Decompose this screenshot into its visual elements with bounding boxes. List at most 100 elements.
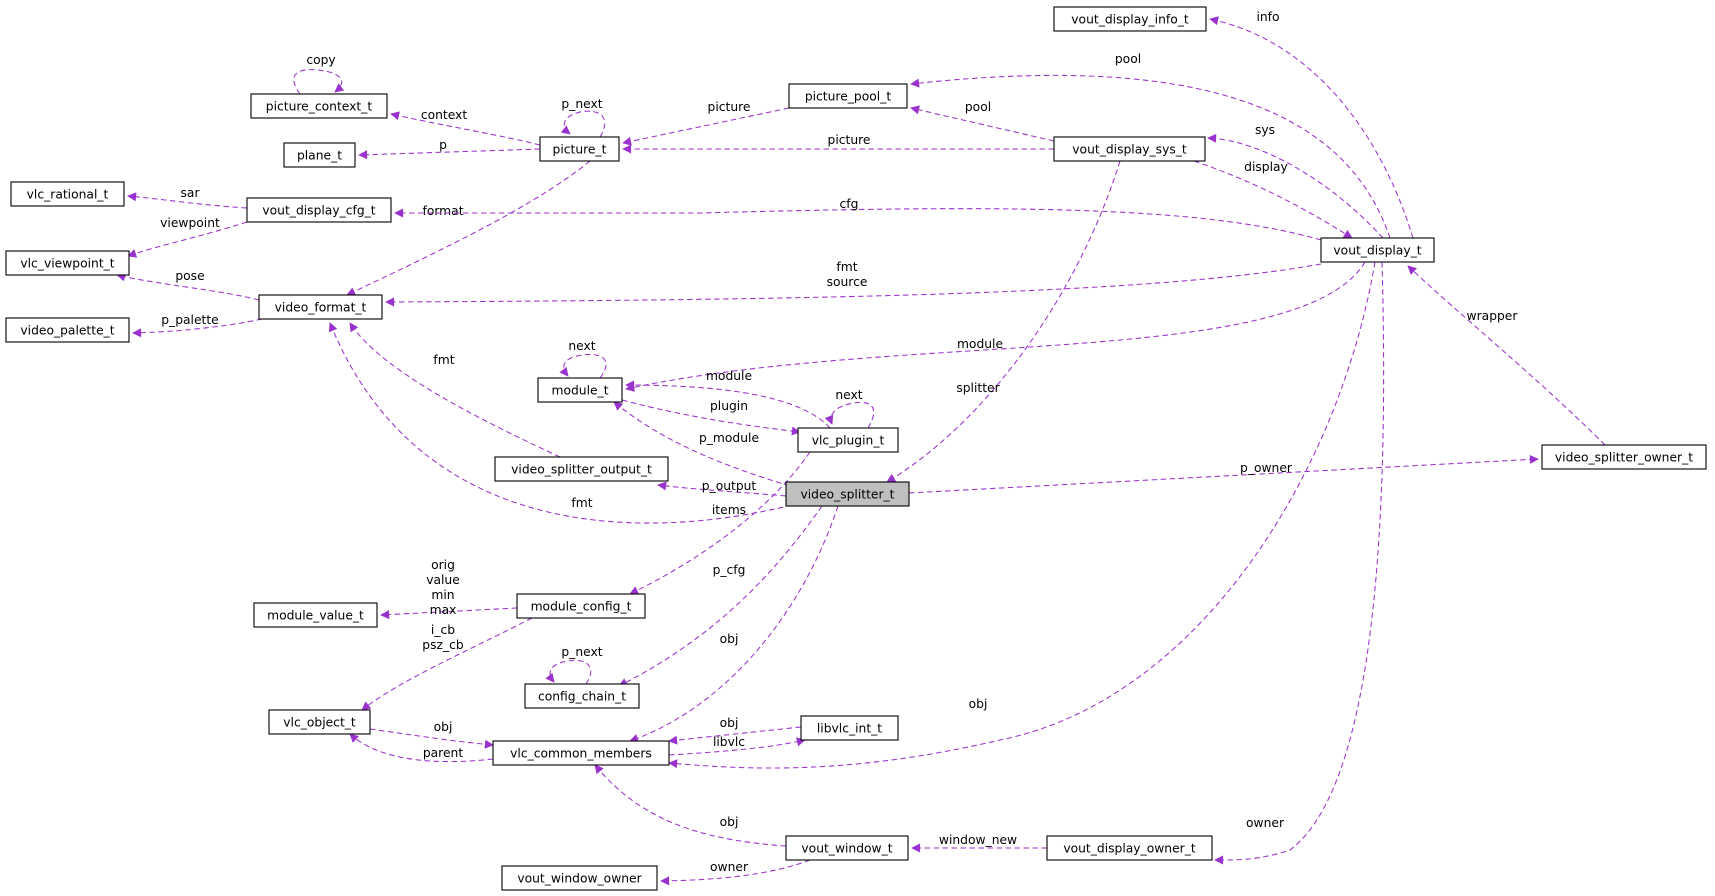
node-label: video_palette_t	[20, 324, 114, 338]
node-box[interactable]	[10, 181, 125, 207]
edge-label: parent	[423, 746, 463, 760]
node-vout-display-owner-t[interactable]: vout_display_owner_t	[1046, 835, 1213, 861]
node-vout-display-info-t[interactable]: vout_display_info_t	[1053, 6, 1207, 32]
node-box[interactable]	[537, 377, 623, 403]
node-picture-context-t[interactable]: picture_context_t	[250, 93, 388, 119]
node-box[interactable]	[258, 294, 383, 320]
node-box[interactable]	[268, 709, 371, 735]
node-vout-display-sys-t[interactable]: vout_display_sys_t	[1053, 136, 1206, 162]
node-box[interactable]	[1541, 444, 1707, 470]
node-video-splitter-output-t[interactable]: video_splitter_output_t	[494, 456, 669, 482]
edge-label: window_new	[939, 833, 1017, 847]
node-label: plane_t	[297, 149, 342, 163]
node-box[interactable]	[494, 456, 669, 482]
edge-libvlc-int-t-to-vlc-common-members: obj	[668, 716, 802, 745]
edge-label: libvlc	[713, 735, 745, 749]
node-plane-t[interactable]: plane_t	[283, 142, 356, 168]
edge-line	[629, 451, 811, 595]
node-vlc-common-members[interactable]: vlc_common_members	[492, 740, 670, 766]
node-label: vlc_viewpoint_t	[20, 257, 114, 271]
node-vout-window-owner[interactable]: vout_window_owner	[501, 865, 658, 891]
node-box[interactable]	[516, 593, 646, 619]
edge-line	[622, 107, 790, 146]
edge-label: picture	[828, 133, 871, 147]
edge-label: wrapper	[1467, 309, 1519, 323]
node-module-value-t[interactable]: module_value_t	[253, 602, 378, 628]
node-box[interactable]	[785, 481, 910, 507]
edge-label: p_module	[699, 431, 759, 445]
node-box[interactable]	[1053, 6, 1207, 32]
node-label: vout_window_owner	[517, 872, 642, 886]
edge-label: orig	[431, 558, 455, 572]
edge-line	[886, 160, 1121, 483]
edge-vout-window-t-to-vlc-common-members: obj	[594, 764, 787, 847]
node-box[interactable]	[1053, 136, 1206, 162]
node-box[interactable]	[1320, 237, 1435, 263]
node-video-splitter-owner-t[interactable]: video_splitter_owner_t	[1541, 444, 1707, 470]
edge-vout-display-t-to-vout-display-info-t: info	[1209, 10, 1414, 239]
node-config-chain-t[interactable]: config_chain_t	[524, 683, 640, 709]
node-box[interactable]	[539, 136, 620, 162]
node-box[interactable]	[797, 427, 899, 453]
node-picture-pool-t[interactable]: picture_pool_t	[788, 83, 908, 109]
node-box[interactable]	[253, 602, 378, 628]
node-video-format-t[interactable]: video_format_t	[258, 294, 383, 320]
edge-label: p_cfg	[713, 563, 746, 577]
edge-module-t-to-vlc-plugin-t: plugin	[621, 399, 801, 436]
edge-line	[545, 659, 592, 685]
edge-video-splitter-t-to-video-splitter-owner-t: p_owner	[908, 454, 1539, 494]
node-box[interactable]	[283, 142, 356, 168]
edge-picture-context-t-to-picture-context-t: copy	[293, 53, 345, 95]
node-box[interactable]	[524, 683, 640, 709]
node-picture-t[interactable]: picture_t	[539, 136, 620, 162]
node-box[interactable]	[1046, 835, 1213, 861]
node-box[interactable]	[5, 317, 130, 343]
node-vlc-viewpoint-t[interactable]: vlc_viewpoint_t	[5, 250, 130, 276]
nodes-layer: vout_display_info_tpicture_context_tpict…	[5, 6, 1707, 891]
edge-label: p_next	[561, 97, 602, 111]
node-box[interactable]	[501, 865, 658, 891]
node-vout-display-t[interactable]: vout_display_t	[1320, 237, 1435, 263]
node-vlc-rational-t[interactable]: vlc_rational_t	[10, 181, 125, 207]
node-label: video_format_t	[275, 301, 367, 315]
node-libvlc-int-t[interactable]: libvlc_int_t	[800, 715, 899, 741]
edge-line	[668, 726, 802, 745]
node-box[interactable]	[492, 740, 670, 766]
node-label: module_value_t	[267, 609, 364, 623]
node-vlc-plugin-t[interactable]: vlc_plugin_t	[797, 427, 899, 453]
edge-video-splitter-output-t-to-video-format-t: fmt	[349, 322, 561, 458]
edge-line	[1193, 160, 1353, 239]
edge-vout-display-sys-t-to-vout-display-t: display	[1193, 160, 1353, 239]
edge-label: obj	[720, 632, 739, 646]
edge-line	[380, 607, 518, 620]
edge-video-splitter-t-to-video-splitter-output-t: p_output	[657, 479, 787, 497]
node-label: module_config_t	[531, 600, 632, 614]
node-label: vlc_object_t	[283, 716, 356, 730]
node-vout-window-t[interactable]: vout_window_t	[785, 835, 909, 861]
node-box[interactable]	[250, 93, 388, 119]
node-box[interactable]	[246, 197, 392, 223]
node-box[interactable]	[788, 83, 908, 109]
node-label: module_t	[551, 384, 608, 398]
edge-vout-display-sys-t-to-video-splitter-t: splitter	[886, 160, 1121, 483]
node-video-splitter-t[interactable]: video_splitter_t	[785, 481, 910, 507]
edge-line	[132, 318, 263, 338]
edge-line	[328, 322, 793, 524]
node-box[interactable]	[785, 835, 909, 861]
node-box[interactable]	[5, 250, 130, 276]
node-box[interactable]	[800, 715, 899, 741]
edge-label: p	[439, 138, 447, 152]
edge-label: fmt	[836, 260, 857, 274]
node-vlc-object-t[interactable]: vlc_object_t	[268, 709, 371, 735]
edge-label: p_owner	[1240, 461, 1293, 475]
node-module-config-t[interactable]: module_config_t	[516, 593, 646, 619]
edge-label: obj	[969, 697, 988, 711]
edge-line	[1407, 265, 1606, 446]
edge-label: p_next	[561, 645, 602, 659]
edge-line	[908, 454, 1539, 494]
node-video-palette-t[interactable]: video_palette_t	[5, 317, 130, 343]
node-module-t[interactable]: module_t	[537, 377, 623, 403]
node-vout-display-cfg-t[interactable]: vout_display_cfg_t	[246, 197, 392, 223]
